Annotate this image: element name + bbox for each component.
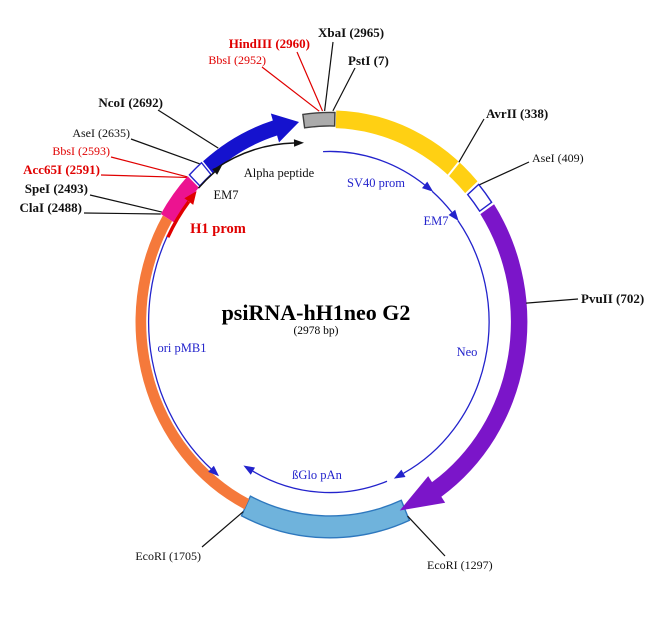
transcript-arc-em7-arc <box>431 190 453 213</box>
ori-pmb1-label: ori pMB1 <box>158 341 207 355</box>
transcript-arrowhead-neo-arc <box>393 469 406 479</box>
plasmid-size-label: (2978 bp) <box>293 325 338 337</box>
transcript-arc-bglo-arc <box>252 470 388 494</box>
em7-label-blue: EM7 <box>424 214 449 228</box>
accent-arrow-alpha-arrow <box>214 142 295 170</box>
site-label-psti-7: PstI (7) <box>348 53 389 68</box>
transcript-arrowhead-em7-arc <box>448 209 459 222</box>
transcript-arc-neo-arc <box>403 220 490 474</box>
leader-line-bbsi-2593 <box>110 156 188 178</box>
transcript-arc-ori-arc <box>147 234 212 470</box>
accent-arrow-em7-black-arrow <box>197 171 216 189</box>
leader-line-psti-7 <box>332 67 356 112</box>
leader-line-pvuii-702 <box>526 298 579 304</box>
bglo-pan-label: ßGlo pAn <box>292 468 342 482</box>
transcript-arrowhead-sv40-prom-arc <box>422 181 434 192</box>
feature-bglo-pan <box>240 495 411 539</box>
site-label-asei-2635: AseI (2635) <box>72 126 130 140</box>
site-label-spei-2493: SpeI (2493) <box>25 181 88 196</box>
leader-line-hindiii-2960 <box>296 51 324 112</box>
sv40-prom-label: SV40 prom <box>347 176 405 190</box>
leader-line-bbsi-2952 <box>261 66 320 112</box>
accent-arrow-h1-prom-arrow <box>166 200 191 238</box>
feature-mcs <box>302 111 336 129</box>
transcript-arc-sv40-prom-arc <box>323 150 426 186</box>
feature-sv40-region <box>335 110 478 194</box>
accent-arrowhead-alpha-arrow <box>293 139 304 147</box>
leader-line-xbai-2965 <box>324 41 334 112</box>
h1-prom-label: H1 prom <box>190 221 246 237</box>
site-label-asei-409: AseI (409) <box>532 151 584 165</box>
site-label-hindiii-2960: HindIII (2960) <box>229 36 310 51</box>
site-label-xbai-2965: XbaI (2965) <box>318 25 384 40</box>
site-label-ecori-1297: EcoRI (1297) <box>427 558 493 572</box>
transcript-arrowhead-bglo-arc <box>243 465 256 475</box>
leader-line-avrii-338 <box>458 118 485 163</box>
leader-line-ecori-1705 <box>201 511 244 548</box>
leader-line-spei-2493 <box>89 194 163 213</box>
leader-line-asei-2635 <box>130 138 200 165</box>
plasmid-title: psiRNA-hH1neo G2 <box>222 300 411 325</box>
transcript-arrowhead-ori-arc <box>208 465 220 477</box>
alpha-label: Alpha peptide <box>244 166 315 180</box>
feature-h1-prom <box>160 176 199 223</box>
site-label-ncoi-2692: NcoI (2692) <box>98 95 163 110</box>
site-label-avrii-338: AvrII (338) <box>486 106 548 121</box>
neo-label: Neo <box>457 345 478 359</box>
leader-line-acc65i-2591 <box>100 174 187 179</box>
site-label-bbsi-2952: BbsI (2952) <box>208 53 266 67</box>
feature-neo <box>399 204 528 511</box>
accent-arrowhead-h1-prom-arrow <box>184 191 197 205</box>
feature-alpha-peptide <box>203 113 300 174</box>
leader-line-clai-2488 <box>83 212 161 215</box>
site-label-pvuii-702: PvuII (702) <box>581 291 644 306</box>
leader-line-asei-409 <box>479 161 530 186</box>
leader-line-ecori-1297 <box>407 515 446 557</box>
site-label-clai-2488: ClaI (2488) <box>20 200 82 215</box>
leader-line-ncoi-2692 <box>157 109 219 149</box>
accent-arrowhead-em7-black-arrow <box>212 165 223 175</box>
site-label-bbsi-2593: BbsI (2593) <box>52 144 110 158</box>
site-label-ecori-1705: EcoRI (1705) <box>135 549 201 563</box>
feature-gap-asei-409 <box>466 183 493 213</box>
site-label-acc65i-2591: Acc65I (2591) <box>23 162 100 177</box>
feature-notch-sv40-region <box>446 160 461 177</box>
em7-label-black: EM7 <box>214 188 239 202</box>
